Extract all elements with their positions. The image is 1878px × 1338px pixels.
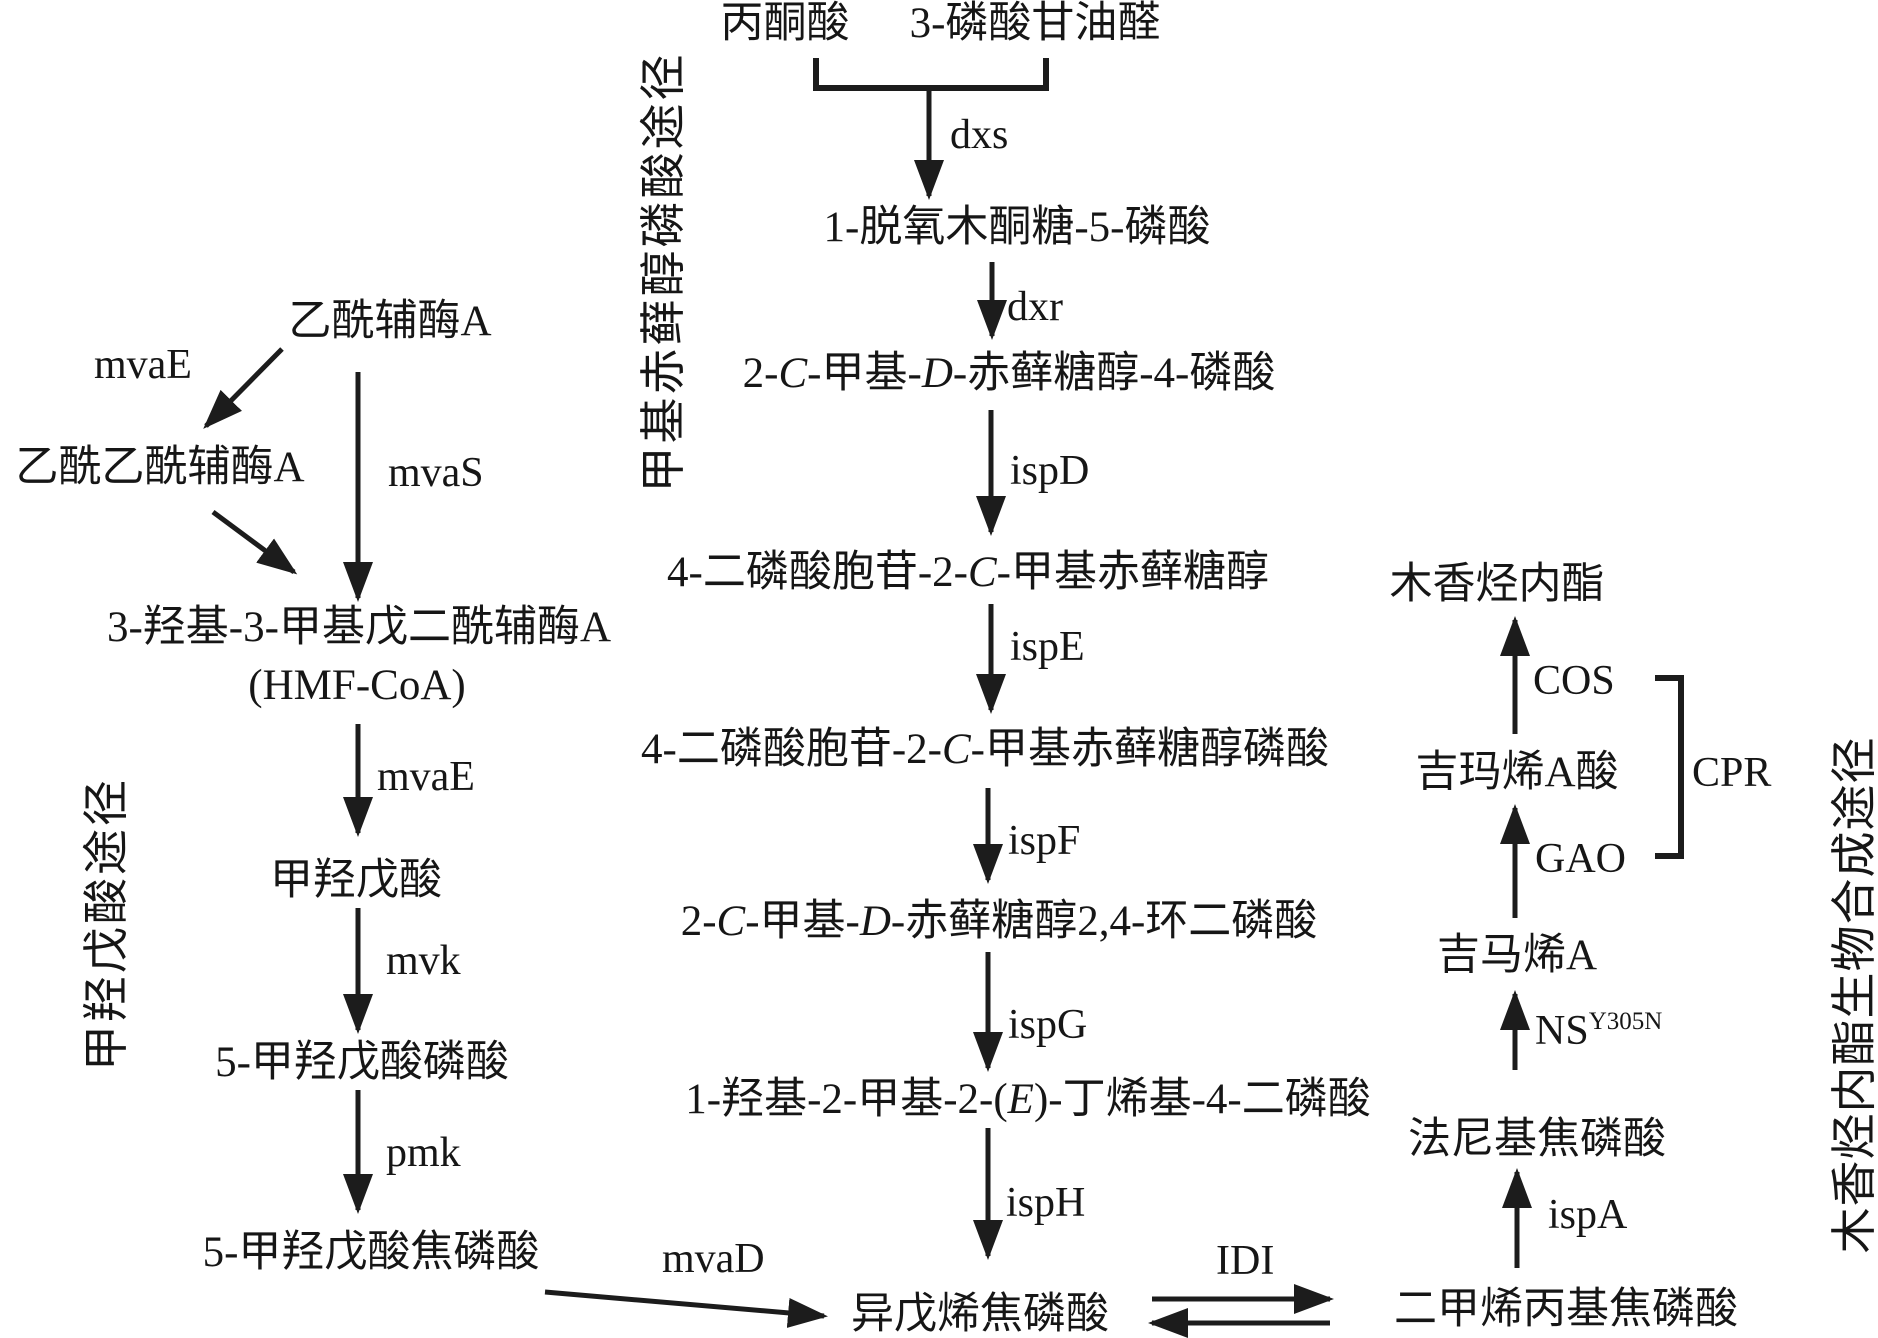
enzyme-dxs: dxs (950, 112, 1009, 158)
node-hmg-coa: 3-羟基-3-甲基戊二酰辅酶A (106, 604, 612, 651)
mep-pathway-label: 甲基赤藓醇磷酸途径 (638, 51, 689, 493)
node-methyl-erythritol-cyclodiphosphate: 2-C-甲基-D-赤藓糖醇2,4-环二磷酸 (680, 898, 1318, 945)
enzyme-dxr: dxr (1007, 284, 1063, 330)
enzyme-mvaS: mvaS (388, 450, 484, 496)
enzyme-ispE: ispE (1010, 624, 1085, 670)
arrow-mvaE1-diagonal (203, 347, 284, 429)
node-cdp-methyl-erythritol-phosphate: 4-二磷酸胞苷-2-C-甲基赤藓糖醇磷酸 (641, 726, 1329, 773)
enzyme-pmk: pmk (386, 1130, 461, 1176)
mva-pathway-label: 甲羟戊酸途径 (81, 777, 132, 1071)
node-isopentenyl-pyrophosphate: 异戊烯焦磷酸 (851, 1291, 1109, 1338)
costunolide-pathway-label: 木香烃内酯生物合成途径 (1829, 736, 1878, 1254)
arrow-mvaD (544, 1289, 828, 1328)
join-bracket (813, 58, 1049, 91)
ns-mutation-superscript: Y305N (1588, 1008, 1663, 1035)
enzyme-cos: COS (1533, 658, 1615, 704)
node-deoxyxylulose-5-phosphate: 1-脱氧木酮糖-5-磷酸 (823, 204, 1211, 251)
node-pyruvate: 丙酮酸 (720, 0, 850, 47)
node-germacrene-a-acid: 吉玛烯A酸 (1415, 749, 1619, 796)
node-farnesyl-pyrophosphate: 法尼基焦磷酸 (1408, 1116, 1666, 1163)
enzyme-mvaD: mvaD (662, 1236, 765, 1282)
enzyme-idi: IDI (1216, 1238, 1275, 1284)
node-mevalonate: 甲羟戊酸 (270, 857, 442, 904)
node-cdp-methyl-erythritol: 4-二磷酸胞苷-2-C-甲基赤藓糖醇 (667, 549, 1269, 596)
node-mevalonate-phosphate: 5-甲羟戊酸磷酸 (215, 1039, 509, 1086)
enzyme-ispD: ispD (1010, 448, 1090, 494)
enzyme-ispH: ispH (1006, 1180, 1086, 1226)
node-acetoacetyl-coa: 乙酰乙酰辅酶A (15, 444, 305, 491)
enzyme-cpr: CPR (1692, 750, 1772, 796)
enzyme-gao: GAO (1535, 836, 1626, 882)
node-acetyl-coa: 乙酰辅酶A (288, 298, 492, 345)
enzyme-mvaE-1: mvaE (94, 342, 192, 388)
node-glyceraldehyde-3-phosphate: 3-磷酸甘油醛 (909, 0, 1161, 47)
enzyme-ispF: ispF (1008, 818, 1081, 864)
enzyme-ispG: ispG (1008, 1002, 1088, 1048)
enzyme-mvk: mvk (386, 938, 461, 984)
enzyme-mvaE-2: mvaE (377, 754, 475, 800)
enzyme-ns-y305n: NSY305N (1535, 1008, 1663, 1054)
node-methyl-erythritol-4-phosphate: 2-C-甲基-D-赤藓糖醇-4-磷酸 (742, 350, 1276, 397)
node-hmf-coa-abbrev: (HMF-CoA) (248, 662, 466, 709)
arrow-acetoacetyl-diagonal (211, 509, 298, 575)
node-hydroxymethylbutenyl-diphosphate: 1-羟基-2-甲基-2-(E)-丁烯基-4-二磷酸 (685, 1076, 1371, 1123)
node-germacrene-a: 吉马烯A (1436, 932, 1598, 979)
node-mevalonate-pyrophosphate: 5-甲羟戊酸焦磷酸 (202, 1229, 540, 1276)
node-costunolide: 木香烃内酯 (1389, 561, 1605, 608)
cpr-bracket (1655, 675, 1684, 859)
node-dimethylallyl-pyrophosphate: 二甲烯丙基焦磷酸 (1394, 1286, 1738, 1333)
enzyme-ispA: ispA (1548, 1192, 1628, 1238)
